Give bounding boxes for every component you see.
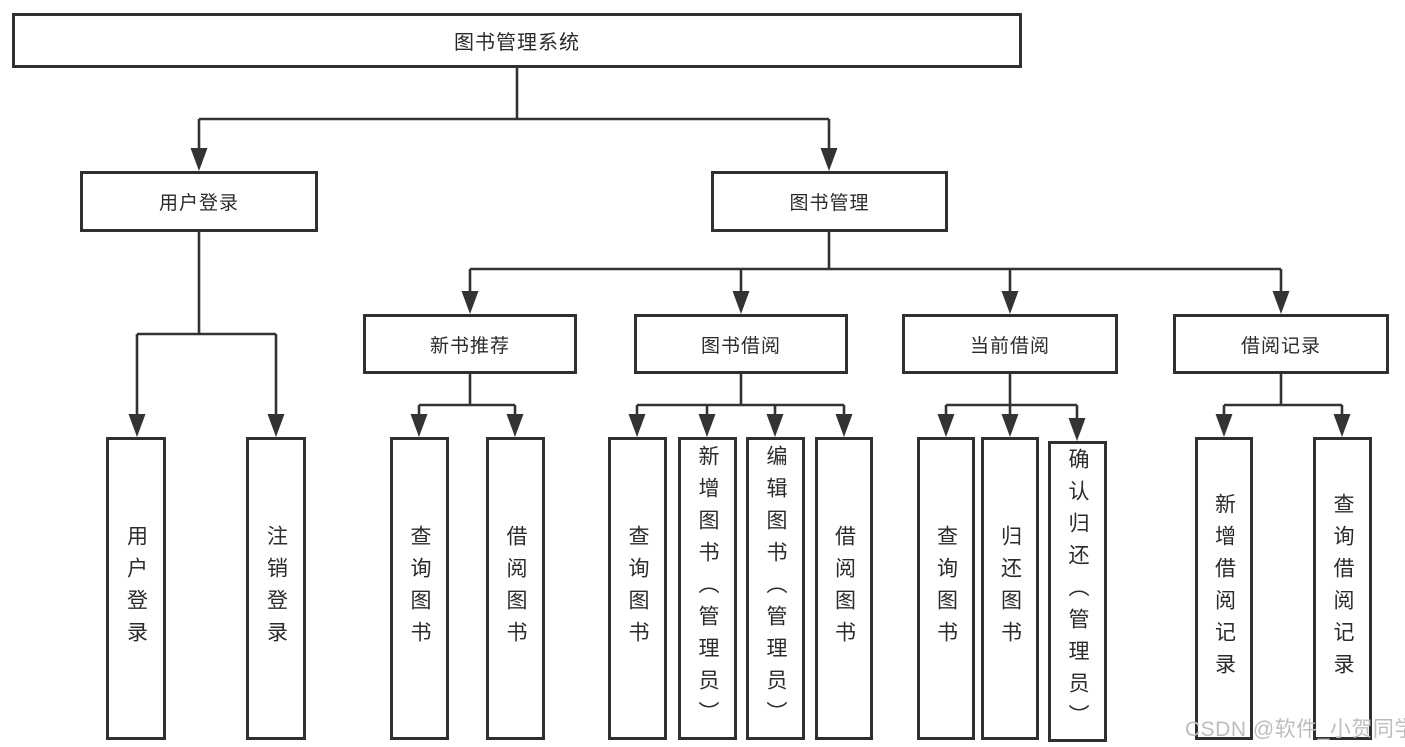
leaf-user-login: 用户登录 [106,437,166,740]
node-book-borrowing: 图书借阅 [634,314,848,374]
node-label: 借阅图书 [832,524,856,653]
node-label: 查询图书 [408,524,431,653]
arrowheads [128,148,1351,441]
connector-bookborrow-to-leaves [635,374,846,418]
connector-userlogin-to-leaves [135,232,278,417]
node-label: 注销登录 [264,524,288,653]
node-label: 查询借阅记录 [1331,492,1354,685]
leaf-add-borrow-record: 新增借阅记录 [1195,437,1253,740]
node-new-book-recommendation: 新书推荐 [363,314,577,374]
node-label: 用户登录 [158,193,239,214]
connector-borrowrecords-to-leaves [1222,374,1344,418]
leaf-borrow-books-1: 借阅图书 [486,437,545,740]
node-label: 新书推荐 [429,335,510,357]
node-label: 图书借阅 [700,335,781,357]
leaf-query-books-1: 查询图书 [390,437,449,740]
leaf-query-borrow-record: 查询借阅记录 [1313,437,1372,740]
node-label: 新增借阅记录 [1212,492,1236,685]
node-current-borrowing: 当前借阅 [902,314,1118,374]
node-label: 借阅图书 [504,524,527,653]
node-label: 确认归还（管理员） [1066,447,1089,736]
node-library-management-system: 图书管理系统 [12,13,1022,68]
leaf-edit-books-admin: 编辑图书（管理员） [746,437,805,740]
node-label: 用户登录 [124,524,148,653]
node-label: 新增图书（管理员） [696,444,719,733]
csdn-watermark: CSDN @软件_小贺同学 [1185,718,1405,741]
node-label: 编辑图书（管理员） [764,444,787,733]
leaf-return-books: 归还图书 [981,437,1039,740]
leaf-add-books-admin: 新增图书（管理员） [678,437,737,740]
node-label: 当前借阅 [969,335,1050,357]
node-user-login: 用户登录 [80,171,318,232]
connector-currentborrow-to-leaves [944,374,1079,421]
node-label: 查询图书 [626,524,649,653]
node-label: 图书管理系统 [454,32,580,54]
node-label: 查询图书 [934,524,958,653]
connector-newbooks-to-leaves [417,374,517,418]
node-borrowing-records: 借阅记录 [1173,314,1389,374]
leaf-query-books-3: 查询图书 [917,437,975,740]
node-label: 借阅记录 [1240,335,1321,357]
leaf-query-books-2: 查询图书 [608,437,667,740]
node-book-management: 图书管理 [711,171,948,232]
node-label: 归还图书 [998,524,1022,653]
connector-root-to-level2 [197,68,831,151]
connector-bookmgmt-to-level3 [468,232,1283,294]
node-label: 图书管理 [789,193,870,214]
leaf-borrow-books-2: 借阅图书 [815,437,873,740]
leaf-confirm-return-admin: 确认归还（管理员） [1048,441,1107,742]
leaf-logout: 注销登录 [246,437,306,740]
